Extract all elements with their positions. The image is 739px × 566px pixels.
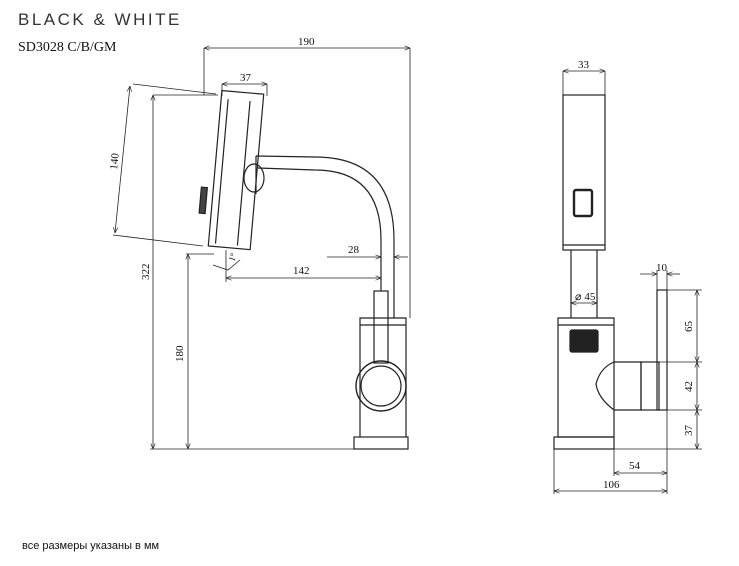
front-base-plate: [353, 436, 409, 450]
dim-body-diameter: ⌀ 45: [575, 291, 596, 303]
dim-spout-offset: 28: [348, 244, 360, 256]
dim-total-height: 322: [140, 264, 152, 281]
dim-spout-reach: 142: [293, 265, 310, 277]
dim-base-height: 37: [683, 425, 695, 437]
side-spout-head: [562, 94, 606, 251]
front-spout-head: [198, 89, 265, 251]
front-body: [359, 317, 407, 437]
side-display-panel: [569, 329, 599, 353]
dim-lever-width: 10: [656, 262, 668, 274]
dim-angle: 1°: [226, 251, 238, 262]
dim-mid-height: 42: [683, 381, 695, 392]
front-lever-stem: [373, 290, 389, 364]
side-display-button: [572, 188, 594, 218]
head-length-dimension-line: [115, 86, 130, 233]
front-lever-knob: [355, 360, 407, 412]
dim-body-height: 180: [174, 345, 186, 362]
dim-total-length: 190: [298, 36, 315, 48]
dim-head-length: 140: [108, 152, 122, 170]
model-number: SD3028 C/B/GM: [18, 40, 117, 55]
side-lever: [595, 361, 642, 411]
brand-logo: BLACK & WHITE: [18, 10, 182, 29]
dim-head-width: 37: [240, 72, 252, 84]
side-view: [553, 71, 702, 494]
front-view: [112, 48, 411, 450]
side-base-plate: [553, 436, 615, 450]
dim-base-depth-inner: 54: [629, 460, 641, 472]
dim-base-depth: 106: [603, 479, 620, 491]
dim-side-width: 33: [578, 59, 590, 71]
units-note: все размеры указаны в мм: [22, 540, 160, 552]
front-spout: [255, 155, 395, 318]
dim-upper-height: 65: [683, 321, 695, 333]
